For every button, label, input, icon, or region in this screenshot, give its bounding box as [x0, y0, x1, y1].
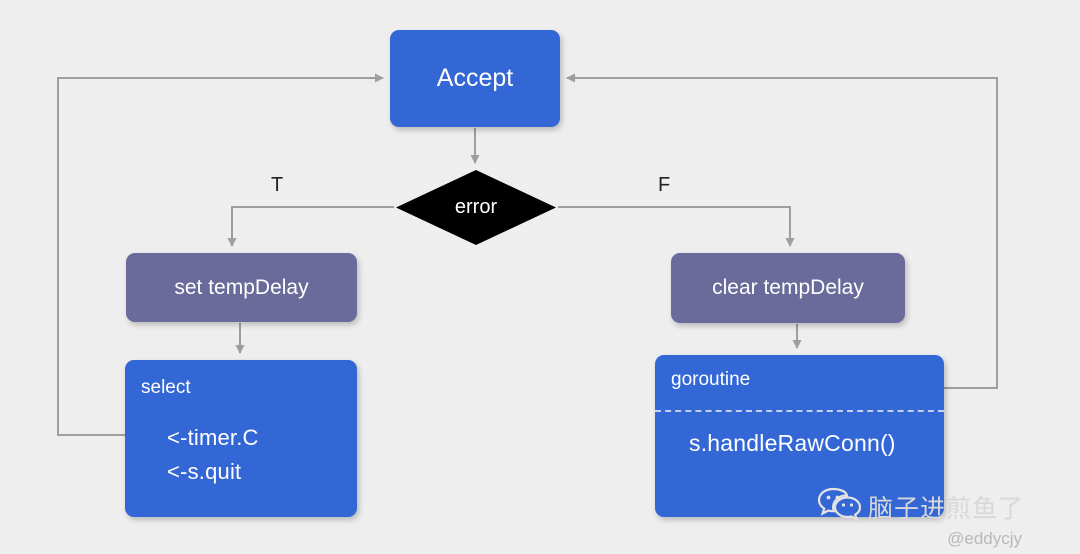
edge-error-true-to-set-temp-delay [227, 206, 394, 247]
watermark-handle: @eddycjy [947, 529, 1023, 548]
edge-error-false-to-clear-temp-delay [558, 206, 795, 247]
node-goroutine-card[interactable]: goroutine s.handleRawConn() [655, 355, 944, 517]
node-accept[interactable]: Accept [390, 30, 560, 127]
node-accept-label: Accept [436, 64, 514, 92]
edge-label-false: F [658, 174, 671, 196]
node-goroutine-line-1: s.handleRawConn() [689, 429, 896, 456]
node-goroutine-divider [655, 409, 944, 412]
node-set-temp-delay-label: set tempDelay [174, 275, 309, 299]
node-select-card[interactable]: select <-timer.C <-s.quit [125, 360, 357, 517]
node-clear-temp-delay[interactable]: clear tempDelay [671, 253, 905, 323]
node-error-label: error [454, 196, 498, 218]
node-select-line-2: <-s.quit [167, 458, 242, 484]
node-error-decision[interactable]: error [396, 170, 556, 245]
node-clear-temp-delay-label: clear tempDelay [712, 276, 864, 299]
node-select-body: <-timer.C <-s.quit [125, 399, 357, 489]
edge-goroutine-to-accept-loop [566, 73, 998, 389]
node-set-temp-delay[interactable]: set tempDelay [126, 253, 357, 322]
node-goroutine-body: s.handleRawConn() [655, 412, 944, 462]
node-select-line-1: <-timer.C [167, 424, 259, 450]
edge-label-true: T [271, 174, 284, 196]
node-goroutine-title: goroutine [671, 369, 751, 390]
node-select-title: select [141, 377, 191, 398]
